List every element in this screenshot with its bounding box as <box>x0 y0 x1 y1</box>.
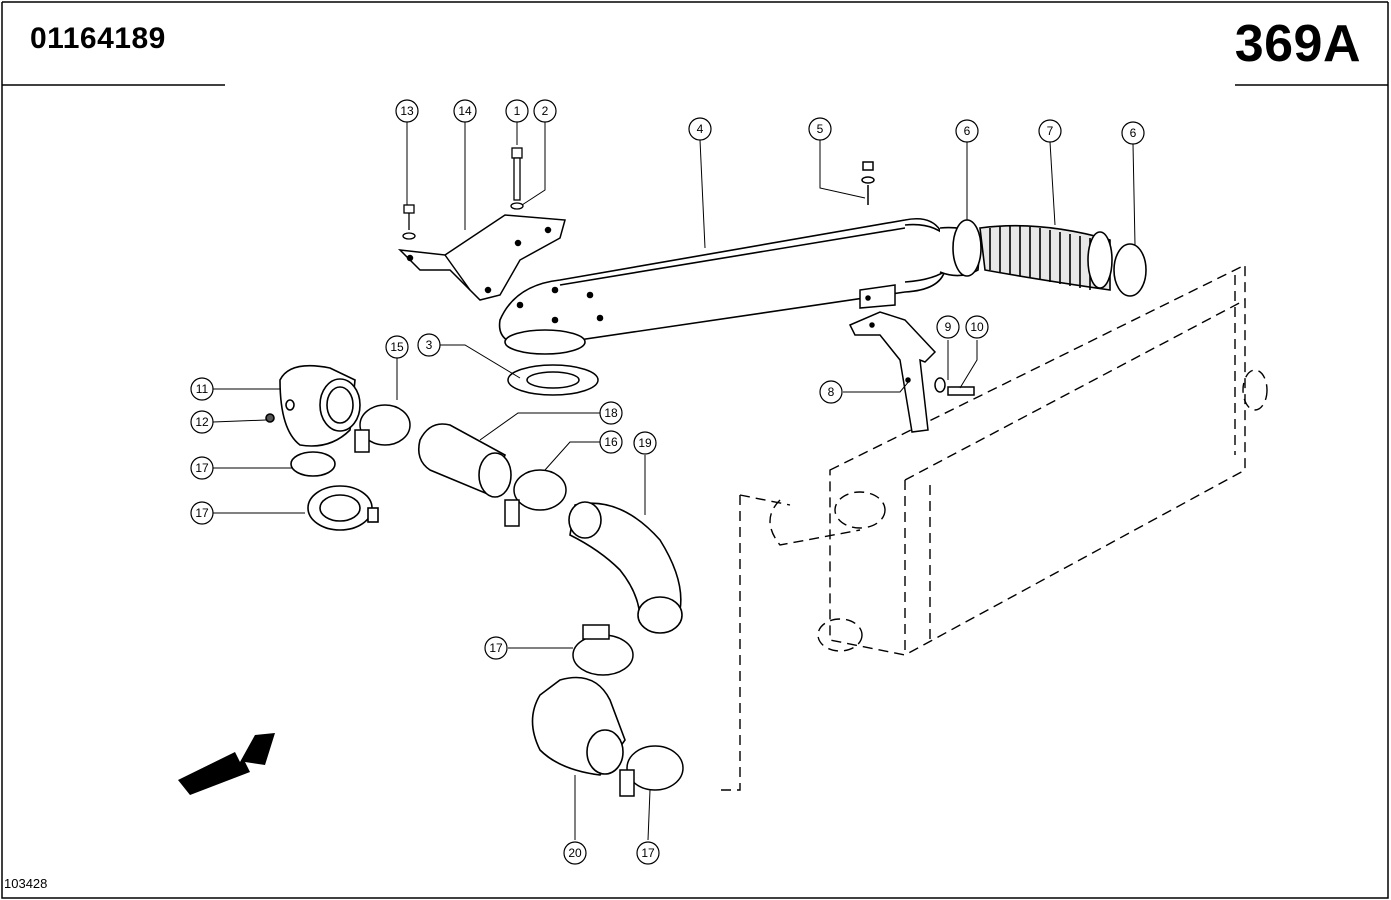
leader-lines <box>212 122 1136 841</box>
callout-20 <box>563 841 587 865</box>
page-code: 369A <box>1234 15 1361 73</box>
lower-elbow-hose <box>531 676 626 776</box>
callout-19 <box>633 431 657 455</box>
intercooler-dashed <box>715 263 1268 791</box>
callout-6a-text: 6 <box>964 124 971 138</box>
callout-20-text: 20 <box>568 846 582 860</box>
callout-17b <box>599 430 623 454</box>
callout-11-text: 11 <box>196 382 209 396</box>
callout-1-text: 1 <box>514 104 521 118</box>
callout-16-text: 14 <box>458 104 472 118</box>
callout-17c-text: 17 <box>489 641 503 655</box>
callout-13-text: 17 <box>195 461 209 475</box>
bolts-top <box>402 147 524 240</box>
callout-7-text: 7 <box>1047 124 1054 138</box>
elbow-assembly <box>265 364 379 531</box>
callout-6b-text: 6 <box>1130 126 1137 140</box>
callout-12 <box>190 410 214 434</box>
hose-and-clamps <box>952 219 1147 297</box>
callout-8-text: 8 <box>828 385 835 399</box>
callout-5-text: 5 <box>817 122 824 136</box>
callout-10 <box>965 315 989 339</box>
callouts <box>190 99 1145 865</box>
callout-17d <box>636 841 660 865</box>
callout-4-text: 4 <box>697 122 704 136</box>
callout-14-text: 17 <box>195 506 209 520</box>
gasket <box>507 364 599 396</box>
callout-15 <box>395 99 419 123</box>
drawing-number: 103428 <box>4 876 48 891</box>
callout-6a <box>955 119 979 143</box>
callout-17b-text: 16 <box>604 435 618 449</box>
callout-12-text: 12 <box>195 415 209 429</box>
bracket <box>397 214 566 301</box>
callout-13 <box>190 456 214 480</box>
callout-7 <box>1038 119 1062 143</box>
callout-10-text: 10 <box>970 320 984 334</box>
callout-15-text: 13 <box>400 104 414 118</box>
callout-1 <box>505 99 529 123</box>
callout-19-text: 19 <box>638 436 652 450</box>
charge-air-pipe <box>498 217 981 355</box>
callout-2 <box>533 99 557 123</box>
callout-17c <box>484 636 508 660</box>
hose-clamps <box>354 404 684 797</box>
direction-arrow <box>178 733 275 795</box>
callout-numbers: 13 14 1 2 4 5 6 7 6 15 3 9 10 11 8 18 12… <box>195 104 1136 860</box>
callout-18-text: 18 <box>604 406 618 420</box>
callout-18 <box>599 401 623 425</box>
part-number: 01164189 <box>30 22 166 55</box>
straight-hose <box>417 423 512 498</box>
bent-hose <box>568 501 683 634</box>
callout-5 <box>808 117 832 141</box>
callout-3-text: 3 <box>426 338 433 352</box>
callout-17a-text: 15 <box>390 340 404 354</box>
callout-17a <box>385 335 409 359</box>
callout-2-text: 2 <box>542 104 549 118</box>
callout-16 <box>453 99 477 123</box>
callout-9 <box>936 315 960 339</box>
callout-3 <box>417 333 441 357</box>
callout-9-text: 9 <box>945 320 952 334</box>
callout-4 <box>688 117 712 141</box>
callout-11 <box>190 377 214 401</box>
callout-8 <box>819 380 843 404</box>
callout-17d-text: 17 <box>641 846 655 860</box>
callout-14 <box>190 501 214 525</box>
callout-6b <box>1121 121 1145 145</box>
support-bracket <box>848 161 975 433</box>
